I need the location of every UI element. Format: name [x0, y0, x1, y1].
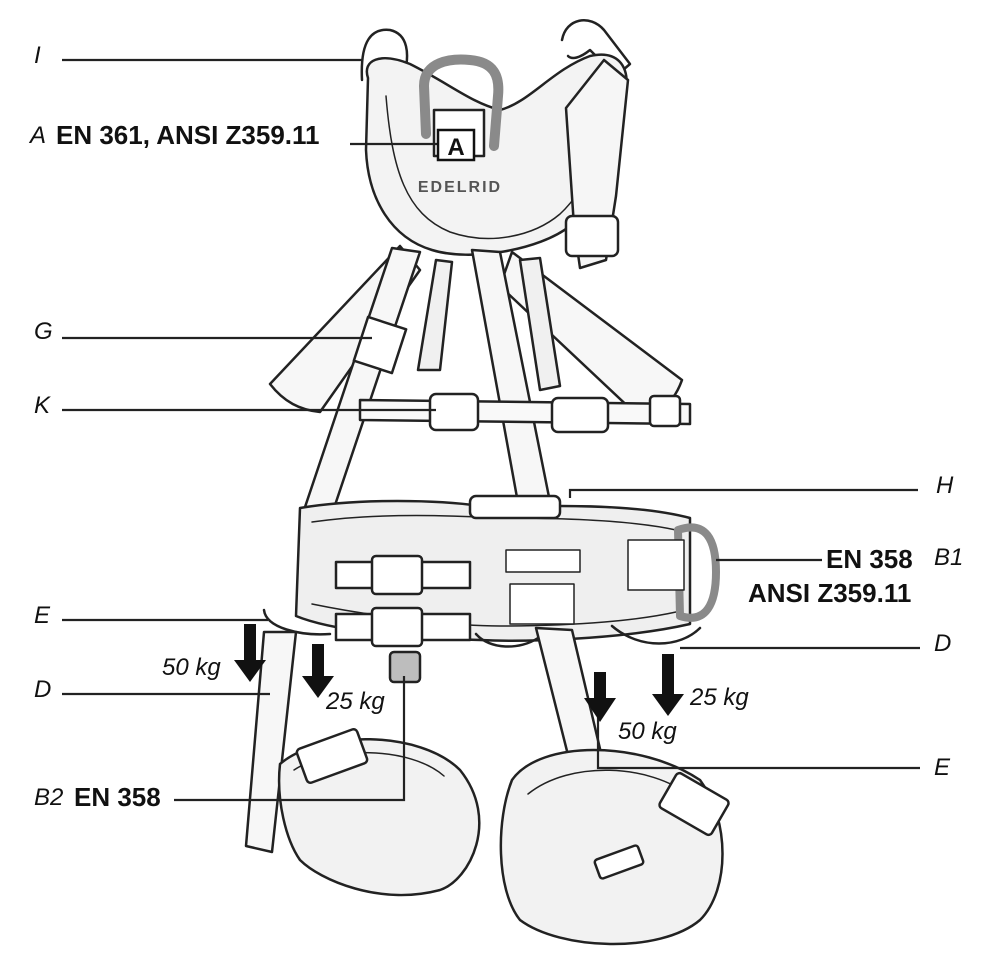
brand-logo: EDELRID — [418, 179, 502, 196]
label-B1-standard-ansi: ANSI Z359.11 — [748, 578, 912, 608]
side-d-ring — [674, 523, 720, 622]
chest-buckle-right — [550, 396, 610, 434]
belt-top-loop — [468, 494, 562, 520]
attachment-badge: A — [447, 134, 464, 161]
arrow-right-50kg — [584, 672, 616, 722]
label-B1-letter: B1 — [934, 544, 964, 571]
label-G: G — [34, 318, 53, 345]
right-leg-buckle — [658, 771, 730, 837]
arrow-left-25kg — [302, 644, 334, 698]
load-left-25kg: 25 kg — [326, 688, 385, 715]
arrow-left-50kg — [234, 624, 266, 682]
left-leg-strap — [244, 630, 298, 854]
chest-strap — [358, 398, 692, 426]
left-leg-loop — [277, 737, 481, 897]
leader-H — [568, 488, 918, 498]
label-E-left: E — [34, 602, 51, 629]
label-B1-standard-en: EN 358 — [826, 544, 913, 574]
label-I: I — [34, 42, 41, 69]
gear-loop-right — [610, 624, 702, 645]
left-leg-buckle — [295, 728, 369, 784]
load-right-25kg: 25 kg — [690, 684, 749, 711]
chest-buckle-left — [428, 392, 480, 432]
label-A-letter: A — [30, 122, 47, 149]
label-A-standard: EN 361, ANSI Z359.11 — [56, 120, 320, 150]
leader-B2 — [174, 676, 406, 802]
label-K: K — [34, 392, 51, 419]
label-D-right: D — [934, 630, 952, 657]
load-right-50kg: 50 kg — [618, 718, 677, 745]
label-D-left: D — [34, 676, 52, 703]
label-B2-standard: EN 358 — [74, 782, 161, 812]
load-left-50kg: 50 kg — [162, 654, 221, 681]
belt-label-patch — [505, 549, 581, 573]
dorsal-d-ring — [419, 54, 504, 151]
arrow-right-25kg — [652, 654, 684, 716]
gear-loop-left — [262, 608, 332, 636]
label-E-right: E — [934, 754, 951, 781]
label-H: H — [936, 472, 954, 499]
label-B2-letter: B2 — [34, 784, 64, 811]
